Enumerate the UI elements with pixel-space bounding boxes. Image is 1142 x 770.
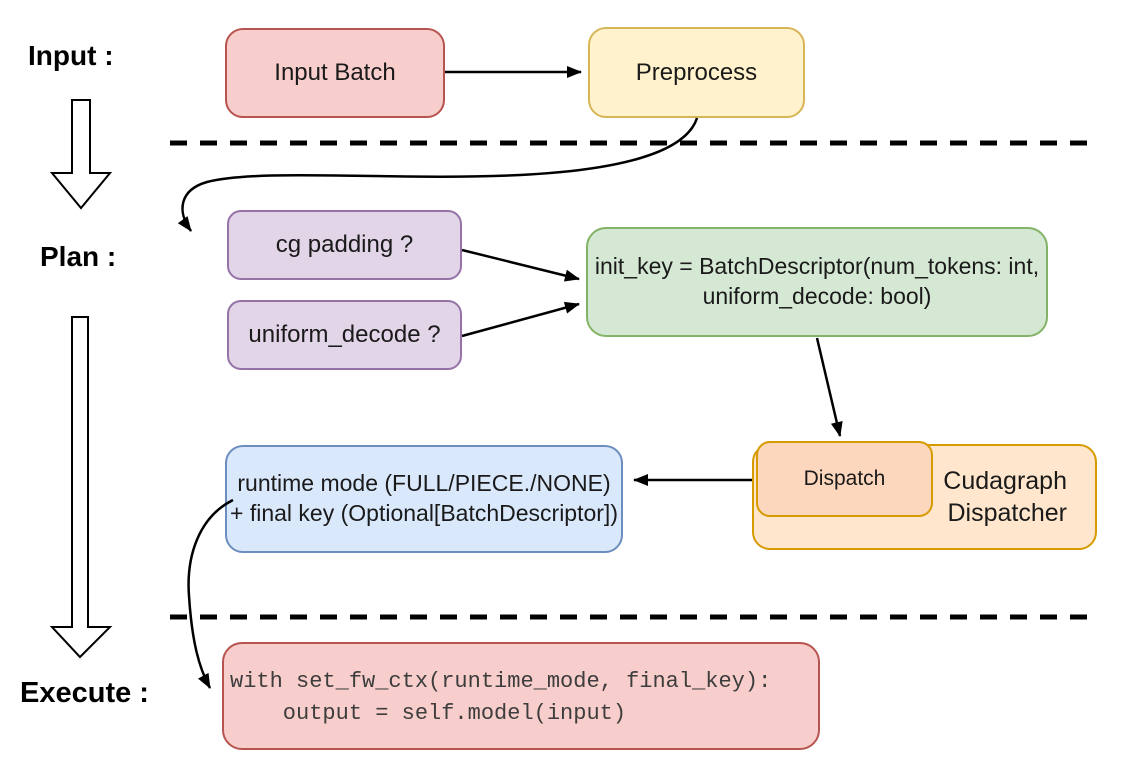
execute-code-line2: output = self.model(input) (230, 701, 627, 726)
plan-section-label: Plan : (40, 241, 117, 272)
preprocess-label: Preprocess (635, 58, 758, 86)
uniform-decode-label: uniform_decode ? (248, 321, 441, 349)
input-batch-node: Input Batch (225, 28, 445, 118)
preprocess-node: Preprocess (588, 27, 805, 118)
runtime-mode-line1: runtime mode (FULL/PIECE./NONE) (237, 470, 611, 497)
init-key-node: init_key = BatchDescriptor(num_tokens: i… (586, 227, 1048, 337)
uniform-decode-node: uniform_decode ? (227, 300, 462, 370)
arrow-init-key-to-dispatch (815, 337, 843, 437)
arrow-cg-padding-to-init-key (461, 248, 580, 282)
init-key-line2: uniform_decode: bool) (702, 283, 932, 309)
cg-padding-node: cg padding ? (227, 210, 462, 280)
down-arrow-plan-to-execute (49, 316, 113, 659)
cudagraph-dispatcher-line2: Dispatcher (947, 499, 1068, 527)
down-arrow-input-to-plan (49, 99, 113, 210)
runtime-mode-node: runtime mode (FULL/PIECE./NONE) + final … (225, 445, 623, 553)
init-key-line1: init_key = BatchDescriptor(num_tokens: i… (594, 253, 1040, 280)
input-batch-label: Input Batch (274, 59, 396, 87)
cg-padding-label: cg padding ? (275, 231, 414, 259)
dispatch-node: Dispatch (756, 441, 933, 517)
cudagraph-dispatcher-line1: Cudagraph (943, 466, 1067, 495)
arrow-uniform-decode-to-init-key (461, 301, 580, 338)
runtime-mode-line2: + final key (Optional[BatchDescriptor]) (230, 500, 618, 526)
dispatch-label: Dispatch (803, 467, 886, 491)
execute-section-label: Execute : (20, 677, 149, 709)
input-section-label: Input : (28, 40, 114, 71)
execute-code-node: with set_fw_ctx(runtime_mode, final_key)… (222, 642, 820, 750)
execute-code-line1: with set_fw_ctx(runtime_mode, final_key)… (230, 669, 772, 695)
